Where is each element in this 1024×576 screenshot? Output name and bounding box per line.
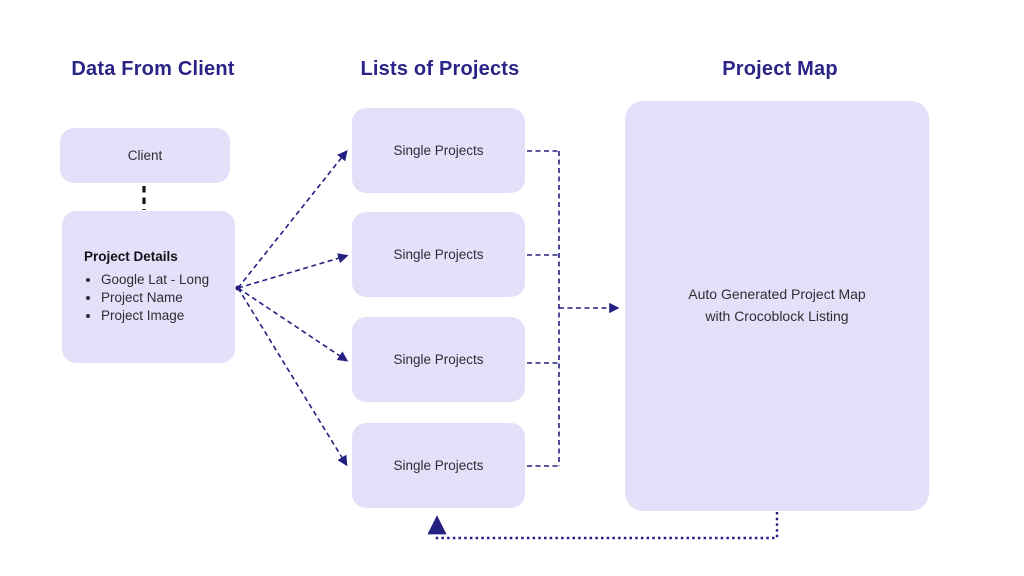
single-projects-label: Single Projects — [393, 352, 484, 367]
single-projects-box-3: Single Projects — [352, 317, 525, 402]
single-projects-box-2: Single Projects — [352, 212, 525, 297]
collector-rail — [527, 150, 620, 467]
project-details-box: Project Details Google Lat - Long Projec… — [62, 211, 235, 363]
fanout-arrow-3 — [237, 287, 349, 362]
single-projects-label: Single Projects — [393, 458, 484, 473]
project-details-title: Project Details — [84, 248, 178, 264]
fanout-arrow-4 — [237, 287, 348, 467]
single-projects-label: Single Projects — [393, 247, 484, 262]
fanout-arrow-2 — [237, 253, 349, 289]
project-map-box: Auto Generated Project Map with Crocoblo… — [625, 101, 929, 511]
details-fanout-arrows — [237, 149, 349, 467]
project-details-list: Google Lat - Long Project Name Project I… — [84, 269, 235, 326]
detail-item-lat-long: Google Lat - Long — [101, 272, 235, 287]
map-feedback-loop-arrow — [427, 512, 779, 540]
column-title-lists-of-projects: Lists of Projects — [360, 58, 520, 80]
fanout-arrow-1 — [237, 149, 348, 289]
fanout-origin-dot — [235, 285, 241, 291]
column-title-data-from-client: Data From Client — [71, 58, 235, 80]
client-box: Client — [60, 128, 230, 183]
detail-item-project-image: Project Image — [101, 308, 235, 323]
single-projects-label: Single Projects — [393, 143, 484, 158]
single-projects-box-1: Single Projects — [352, 108, 525, 193]
single-projects-box-4: Single Projects — [352, 423, 525, 508]
client-box-label: Client — [127, 148, 163, 163]
project-map-label: Auto Generated Project Map with Crocoblo… — [688, 286, 866, 324]
detail-item-project-name: Project Name — [101, 290, 235, 305]
column-title-project-map: Project Map — [722, 58, 838, 80]
